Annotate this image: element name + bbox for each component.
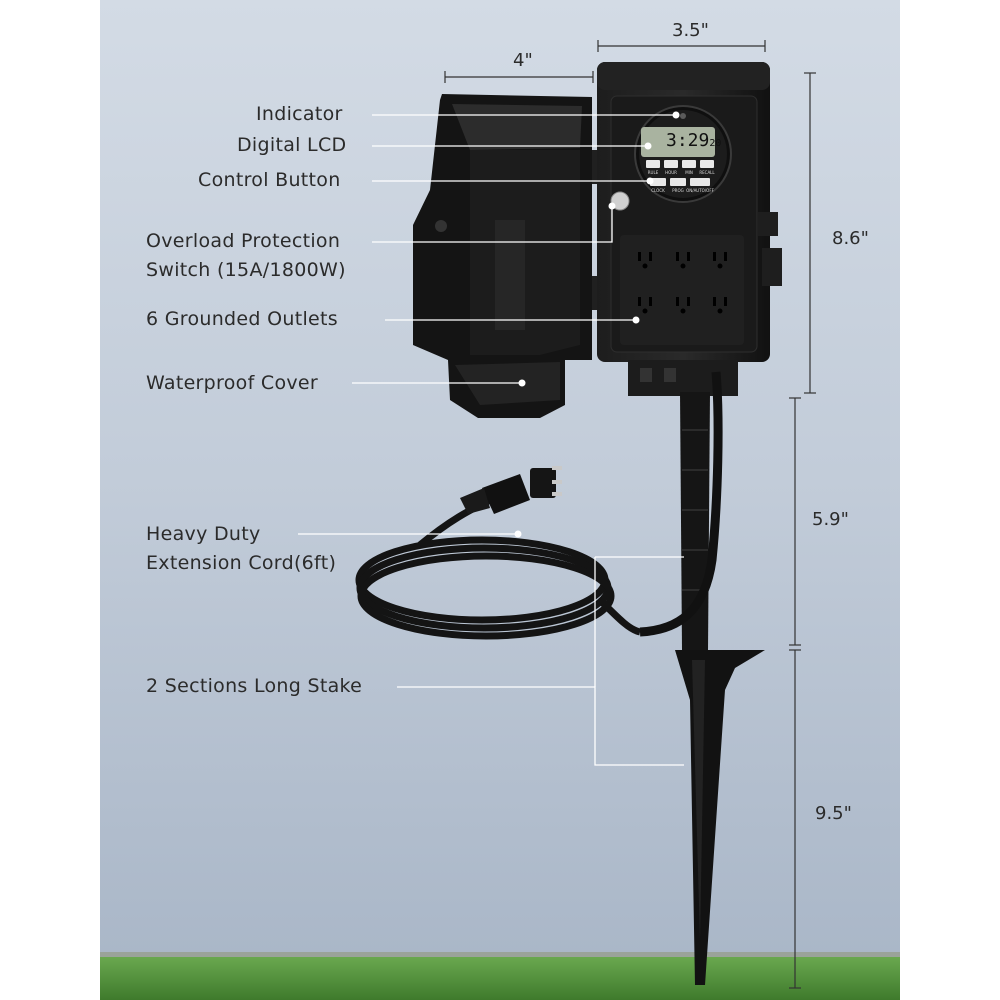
grass [100, 957, 900, 1000]
overload-switch [610, 191, 630, 211]
dimension-box-width: 3.5" [672, 20, 709, 41]
waterproof-cover [413, 94, 592, 418]
dimension-cover-width: 4" [513, 50, 533, 71]
dimension-lines [444, 40, 816, 989]
grounded-outlet [713, 252, 727, 269]
plug [460, 466, 562, 514]
label-digital-lcd: Digital LCD [237, 134, 347, 156]
label-overload-line1: Overload Protection [146, 230, 341, 252]
lcd-screen [641, 127, 715, 157]
label-stake: 2 Sections Long Stake [146, 675, 363, 697]
indicator-light [680, 113, 686, 119]
cord-tail [639, 371, 723, 637]
leader-lines [298, 114, 684, 766]
timer-button-label: PROG [672, 188, 683, 193]
label-waterproof-cover: Waterproof Cover [146, 372, 319, 394]
dimension-stake-upper: 5.9" [812, 509, 849, 530]
timer-button-label: ON/AUTO/OFF [686, 188, 715, 193]
label-overload-line2: Switch (15A/1800W) [146, 259, 346, 281]
label-cord-line2: Extension Cord(6ft) [146, 552, 337, 574]
lcd-time-seconds: 20 [709, 138, 722, 149]
timer-button-label: CLOCK [651, 188, 665, 193]
label-cord-line1: Heavy Duty [146, 523, 261, 545]
leader-dots [514, 111, 680, 538]
outlets [620, 235, 744, 345]
timer-button-label: RULE [648, 170, 659, 175]
grounded-outlet [638, 297, 652, 314]
grounded-outlet [638, 252, 652, 269]
lcd-time: 3:2920 [666, 130, 721, 151]
dimension-box-height: 8.6" [832, 228, 869, 249]
label-control-button: Control Button [198, 169, 341, 191]
label-indicator: Indicator [256, 103, 343, 125]
timer-button-label: MIN [685, 170, 693, 175]
grounded-outlet [676, 297, 690, 314]
extension-cord [355, 496, 641, 640]
grounded-outlet [676, 252, 690, 269]
lcd-time-main: 3:29 [666, 130, 710, 151]
dimension-stake-lower: 9.5" [815, 803, 852, 824]
ground-edge [100, 952, 900, 958]
label-outlets: 6 Grounded Outlets [146, 308, 338, 330]
timer-button-label: HOUR [665, 170, 677, 175]
grounded-outlet [713, 297, 727, 314]
timer-button-label: RECALL [699, 170, 715, 175]
digital-timer [634, 105, 732, 203]
timer-buttons [646, 160, 714, 186]
